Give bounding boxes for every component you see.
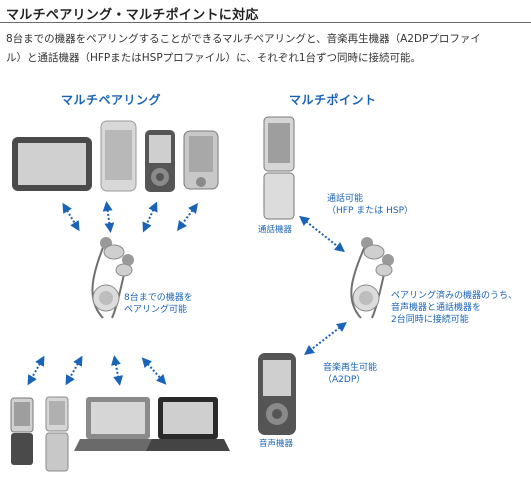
arrow-music-device [304, 321, 347, 356]
laptop-device [74, 397, 162, 451]
arrow-laptop-2 [141, 357, 167, 385]
page-title: マルチペアリング・マルチポイントに対応 [6, 8, 259, 23]
call-device-label: 通話機器 [258, 225, 293, 235]
smartphone-device [100, 120, 137, 192]
multipoint-heading: マルチポイント [289, 93, 377, 107]
multipairing-caption: 8台までの機器を ペアリング可能 [124, 292, 193, 316]
music-profile-caption: 音楽再生可能 （A2DP） [323, 362, 377, 386]
call-device-flip-phone [263, 116, 295, 220]
headset-left [91, 237, 134, 319]
music-profile-line-2: （A2DP） [323, 375, 366, 385]
page-description: 8台までの機器をペアリングすることができるマルチペアリングと、音楽再生機器（A2… [6, 30, 528, 68]
call-profile-caption: 通話可能 （HFP または HSP） [327, 193, 413, 217]
title-divider [0, 22, 531, 23]
arrow-flip-phone-2 [65, 355, 83, 386]
description-line-2: ル）と通話機器（HFPまたはHSPプロファイル）に、それぞれ1台ずつ同時に接続可… [6, 52, 422, 64]
headset-right [350, 237, 394, 319]
simultaneous-connect-caption: ペアリング済みの機器のうち、 音声機器と通話機器を 2台同時に接続可能 [391, 290, 517, 326]
music-player-device [145, 130, 175, 192]
music-phone-device [183, 130, 219, 190]
flip-phone-device [10, 397, 34, 465]
multipairing-caption-line-2: ペアリング可能 [124, 305, 188, 315]
description-line-1: 8台までの機器をペアリングすることができるマルチペアリングと、音楽再生機器（A2… [6, 33, 481, 45]
arrow-tablet [62, 202, 80, 232]
connect-line-1: ペアリング済みの機器のうち、 [391, 291, 518, 301]
call-profile-line-2: （HFP または HSP） [327, 206, 414, 216]
arrow-music-player [142, 201, 158, 233]
music-device-player [258, 353, 296, 435]
arrow-call-device [299, 215, 345, 253]
connect-line-2: 音声機器と通話機器を [391, 303, 482, 313]
flip-phone-device-2 [45, 396, 69, 472]
music-device-label: 音声機器 [259, 439, 294, 449]
arrow-flip-phone [27, 355, 45, 386]
tablet-device [12, 137, 92, 191]
arrow-laptop [111, 355, 123, 386]
call-profile-line-1: 通話可能 [327, 194, 364, 204]
multipairing-caption-line-1: 8台までの機器を [124, 293, 193, 303]
arrow-music-phone [177, 203, 198, 231]
multipairing-heading: マルチペアリング [61, 93, 162, 107]
music-profile-line-1: 音楽再生可能 [323, 363, 378, 373]
arrow-smartphone [102, 201, 115, 233]
laptop-device-2 [146, 397, 230, 451]
connect-line-3: 2台同時に接続可能 [391, 315, 469, 325]
